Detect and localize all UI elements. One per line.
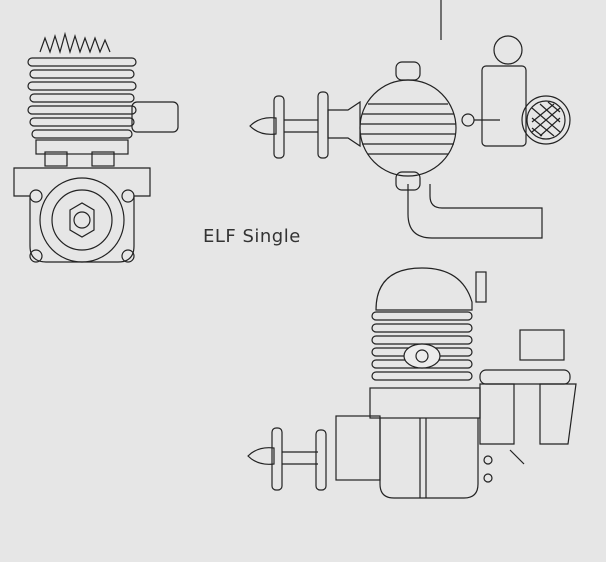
side-view [247, 267, 577, 499]
front-view [13, 31, 179, 263]
drawing-title: ELF Single [203, 226, 301, 247]
top-view [249, 35, 571, 239]
